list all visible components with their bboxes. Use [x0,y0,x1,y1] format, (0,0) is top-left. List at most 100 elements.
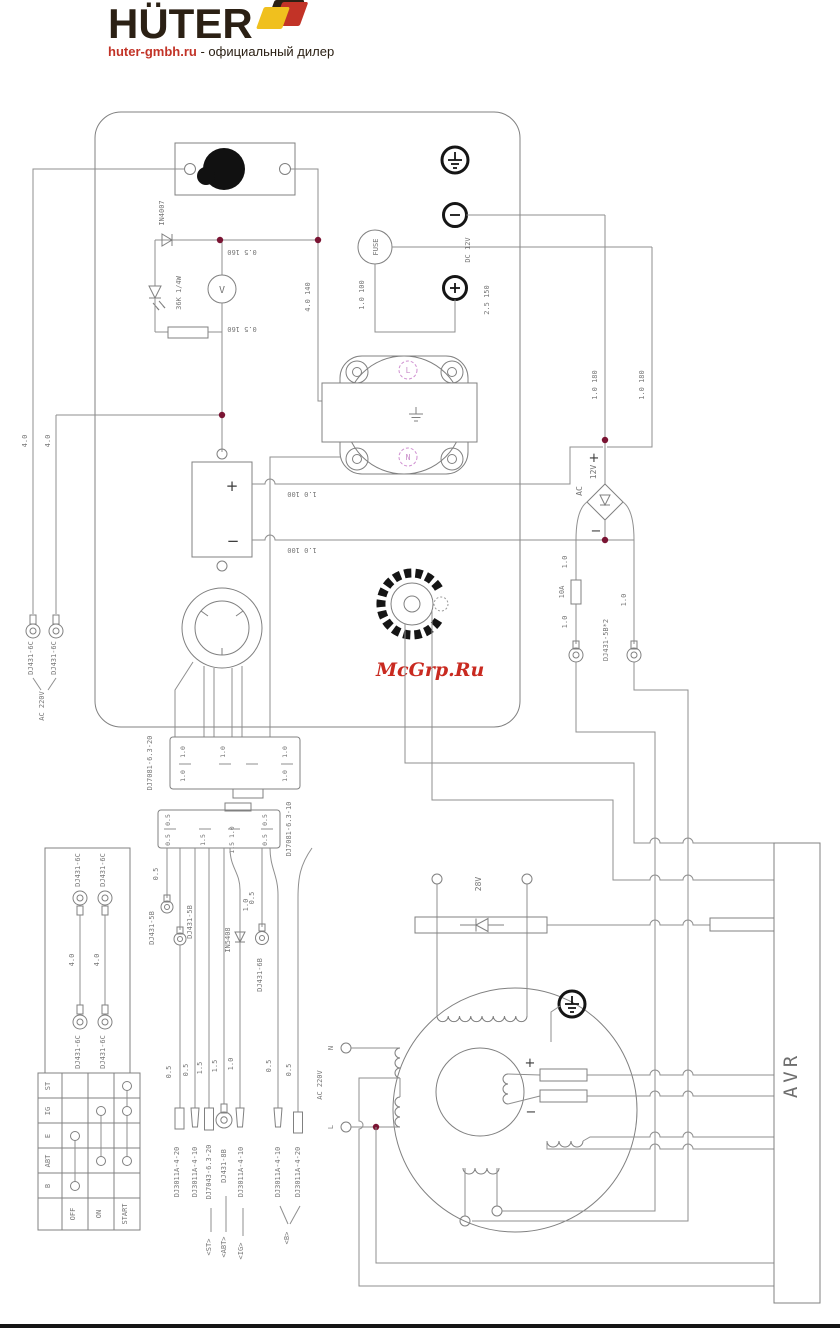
table-pin: ST [44,1081,52,1090]
panel-dc-terminals: FUSE 1.0 100 DC 12V 2.5 150 [357,145,652,333]
table-pin: E [44,1134,52,1138]
fuse-10a-label: 10A [558,585,566,598]
wire-label: 1.0 100 [358,280,366,310]
connector-type: DJ3011A-4-20 [173,1147,181,1198]
battery-minus: − [227,532,240,550]
bridge-minus: − [591,524,602,539]
table-pin: ABT [44,1154,52,1167]
diode-label: IN5408 [224,927,232,952]
wire-label: 2.5 150 [483,285,491,315]
fuse-label: FUSE [372,239,380,256]
connector-dj7081-6-3-10: DJ7081-6.3-10 0.5 0.5 0.5 1.5 1.5 1.0 0.… [157,802,293,857]
circuit-breaker-rotary [376,568,449,640]
terminal-label: DJ431-6C [27,641,35,675]
wire-size: 0.5 [165,1066,173,1079]
resistor-label: 36K 1/4W [175,275,183,310]
pin-label: 1.0 [179,746,187,758]
generator: 28V N AC 220V L + − [316,873,638,1233]
socket-neutral-label: N [406,453,411,462]
pin-label: 0.5 [261,834,269,846]
voltmeter-label: V [219,285,225,296]
junction-dot [218,411,226,419]
dc-socket [174,142,296,196]
avr-box: AVR [773,842,821,1304]
wire-size: 1.5 [196,1062,204,1075]
tagline-separator: - [200,44,205,59]
dc-feed-wires: 1.0 180 1.0 180 [591,215,653,484]
bridge-12v: 12V [589,465,598,480]
key-switch [174,587,263,737]
avr-label: AVR [780,1052,802,1098]
pin-label: 1.0 [179,770,187,782]
terminal-label: DJ431-5B [148,911,156,945]
table-position: ON [95,1210,103,1218]
generator-ground-icon [565,996,579,1013]
brush-minus: − [526,1105,537,1120]
bridge-ac: AC [575,486,584,496]
wire-label: 1.0 180 [591,370,599,400]
dc-output-fuse: 1.0 10A 1.0 1.0 DJ431-5B*2 [558,540,642,663]
harness-end-connectors: 0.5 0.5 1.5 1.5 1.0 0.5 0.5 DJ3011A-4-20… [165,1058,303,1260]
tagline-text: официальный дилер [208,44,335,59]
connector-type: DJ3011A-4-20 [294,1147,302,1198]
avr-routing-wires [358,620,775,1287]
panel-left-wires [32,168,325,614]
connector-dj7081-6-3-20: DJ7081-6.3-20 1.0 1.0 1.0 1.0 1.0 [146,736,301,799]
connector-type: DJ3011A-4-10 [191,1147,199,1198]
terminal-l-label: L [327,1125,335,1129]
winding-28v-label: 28V [474,877,483,892]
pin-label: 0.5 [164,814,172,826]
indicator-circuit: V IN4007 36K 1/4W 0.5 160 0.5 160 4.0 14… [148,200,318,452]
harness-mid-wires: 0.5 DJ431-5B DJ431-5B 1.0 IN5408 0.5 DJ4… [148,847,313,1112]
table-pin: B [44,1184,52,1188]
connector-label: DJ7081-6.3-20 [146,736,154,791]
terminal-label: DJ431-6B [256,958,264,992]
wire-label: 0.5 [248,892,256,905]
wire-size: 1.0 [227,1058,235,1071]
connector-type: DJ7043-6.3-20 [205,1145,213,1200]
brand-site-link: huter-gmbh.ru [108,44,197,59]
terminal-label: DJ431-6C [99,853,107,887]
socket-line-label: L [406,366,411,375]
control-panel-outline [94,111,521,728]
connector-label: DJ7081-6.3-10 [285,802,293,857]
page-bottom-border [0,1324,840,1328]
wire-size: 0.5 [182,1064,190,1077]
ac-220v-label: AC 220V [316,1069,324,1099]
ac-220v-label: AC 220V [38,690,46,720]
pin-label: 1.5 1.0 [228,826,236,853]
table-pin: IG [44,1107,52,1115]
socket-ground-icon [409,407,423,422]
wire-size: 4.0 [68,954,76,967]
wire-tag: <ST> [205,1239,213,1256]
ground-icon [448,152,462,169]
wire-label: 0.5 160 [227,248,257,256]
terminal-label: DJ431-5B*2 [602,619,610,661]
pin-label: 0.5 [164,834,172,846]
terminal-n-label: N [327,1046,335,1050]
connector-type: DJ3011A-4-10 [274,1147,282,1198]
connector-type: DJ431-8B [220,1149,228,1183]
header: HÜTER huter-gmbh.ru - официальный дилер [108,0,368,64]
ac-output-terminals: DJ431-6C DJ431-6C AC 220V 4.0 4.0 [21,435,64,721]
wire-tag: <IG> [237,1243,245,1260]
battery-block: + − 1.0 100 1.0 100 [191,446,603,572]
wire-label: 0.5 160 [227,325,257,333]
wire-label: 1.0 100 [287,490,317,498]
dc-12v-label: DC 12V [464,237,472,263]
diode-in4007-label: IN4007 [158,200,166,225]
pin-label: 1.0 [281,770,289,782]
bridge-rectifier: + 12V AC − [566,436,635,544]
pin-label: 0.5 [261,814,269,826]
table-position: OFF [69,1208,77,1221]
junction-dot [216,236,224,244]
wire-size: 0.5 [285,1064,293,1077]
wire-label: 1.0 [561,616,569,629]
connector-type: DJ3011A-4-10 [237,1147,245,1198]
brush-plus: + [525,1056,536,1071]
wire-label: 1.0 [561,556,569,569]
bridge-plus: + [589,451,600,466]
terminal-label: DJ431-5B [186,905,194,939]
brand-logo: HÜTER [108,0,253,47]
